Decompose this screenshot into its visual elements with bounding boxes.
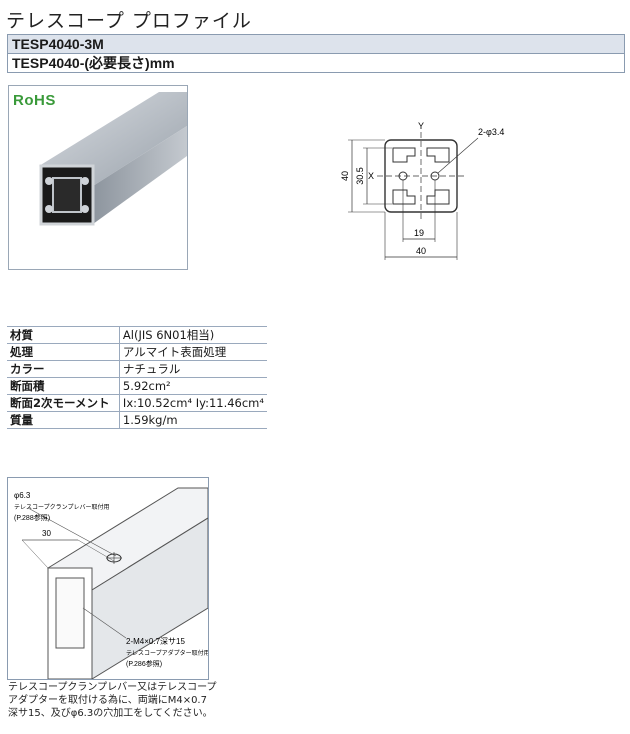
machining-drawing: φ6.3 テレスコープクランプレバー取付用 (P.288参照) 30 2-M4×… (7, 477, 209, 680)
dim-hole-pitch: 19 (414, 228, 424, 238)
hole-ref: (P.288参照) (14, 513, 50, 522)
product-photo: RoHS (8, 85, 188, 270)
spec-label: カラー (7, 360, 120, 378)
axis-x-label: X (368, 171, 374, 181)
table-row: 処理アルマイト表面処理 (7, 343, 267, 361)
spec-label: 質量 (7, 411, 120, 429)
machining-drawing-illustration: φ6.3 テレスコープクランプレバー取付用 (P.288参照) 30 2-M4×… (14, 487, 208, 679)
spec-label: 断面2次モーメント (7, 394, 120, 412)
tap-use: テレスコープアダプター取付用 (126, 649, 208, 657)
rohs-badge: RoHS (13, 92, 56, 109)
dim-height: 40 (340, 171, 350, 181)
spec-value: Ix:10.52cm⁴ Iy:11.46cm⁴ (119, 394, 267, 412)
note-line: 深サ15、及びφ6.3の穴加工をしてください。 (8, 708, 213, 719)
tap-label: 2-M4×0.7深サ15 (126, 637, 185, 646)
spec-value: 5.92cm² (119, 377, 267, 395)
dim-inner-height: 30.5 (355, 167, 365, 185)
spec-label: 処理 (7, 343, 120, 361)
model-number: TESP4040-3M (7, 34, 625, 54)
spec-value: アルマイト表面処理 (119, 343, 267, 361)
cross-section-drawing: Y X 2-φ3.4 40 30.5 19 40 (340, 121, 504, 260)
tap-ref: (P.286参照) (126, 659, 162, 668)
spec-value: ナチュラル (119, 360, 267, 378)
table-row: カラーナチュラル (7, 360, 267, 378)
spec-label: 材質 (7, 326, 120, 344)
spec-value: 1.59kg/m (119, 411, 267, 429)
hole-use: テレスコープクランプレバー取付用 (14, 503, 109, 511)
dim-offset: 30 (42, 529, 51, 538)
note-line: アダプターを取付ける為に、両端にM4×0.7 (8, 695, 207, 706)
note-line: テレスコープクランプレバー又はテレスコープ (8, 682, 217, 693)
hole-note: 2-φ3.4 (478, 127, 504, 137)
machining-note: テレスコープクランプレバー又はテレスコープ アダプターを取付ける為に、両端にM4… (8, 681, 228, 720)
page-title: テレスコープ プロファイル (6, 10, 252, 32)
profile-photo-illustration (39, 92, 187, 226)
spec-value: Al(JIS 6N01相当) (119, 326, 267, 344)
hole-label: φ6.3 (14, 491, 31, 500)
model-variant: TESP4040-(必要長さ)mm (7, 53, 625, 73)
axis-y-label: Y (418, 121, 424, 131)
dim-width: 40 (416, 246, 426, 256)
spec-label: 断面積 (7, 377, 120, 395)
